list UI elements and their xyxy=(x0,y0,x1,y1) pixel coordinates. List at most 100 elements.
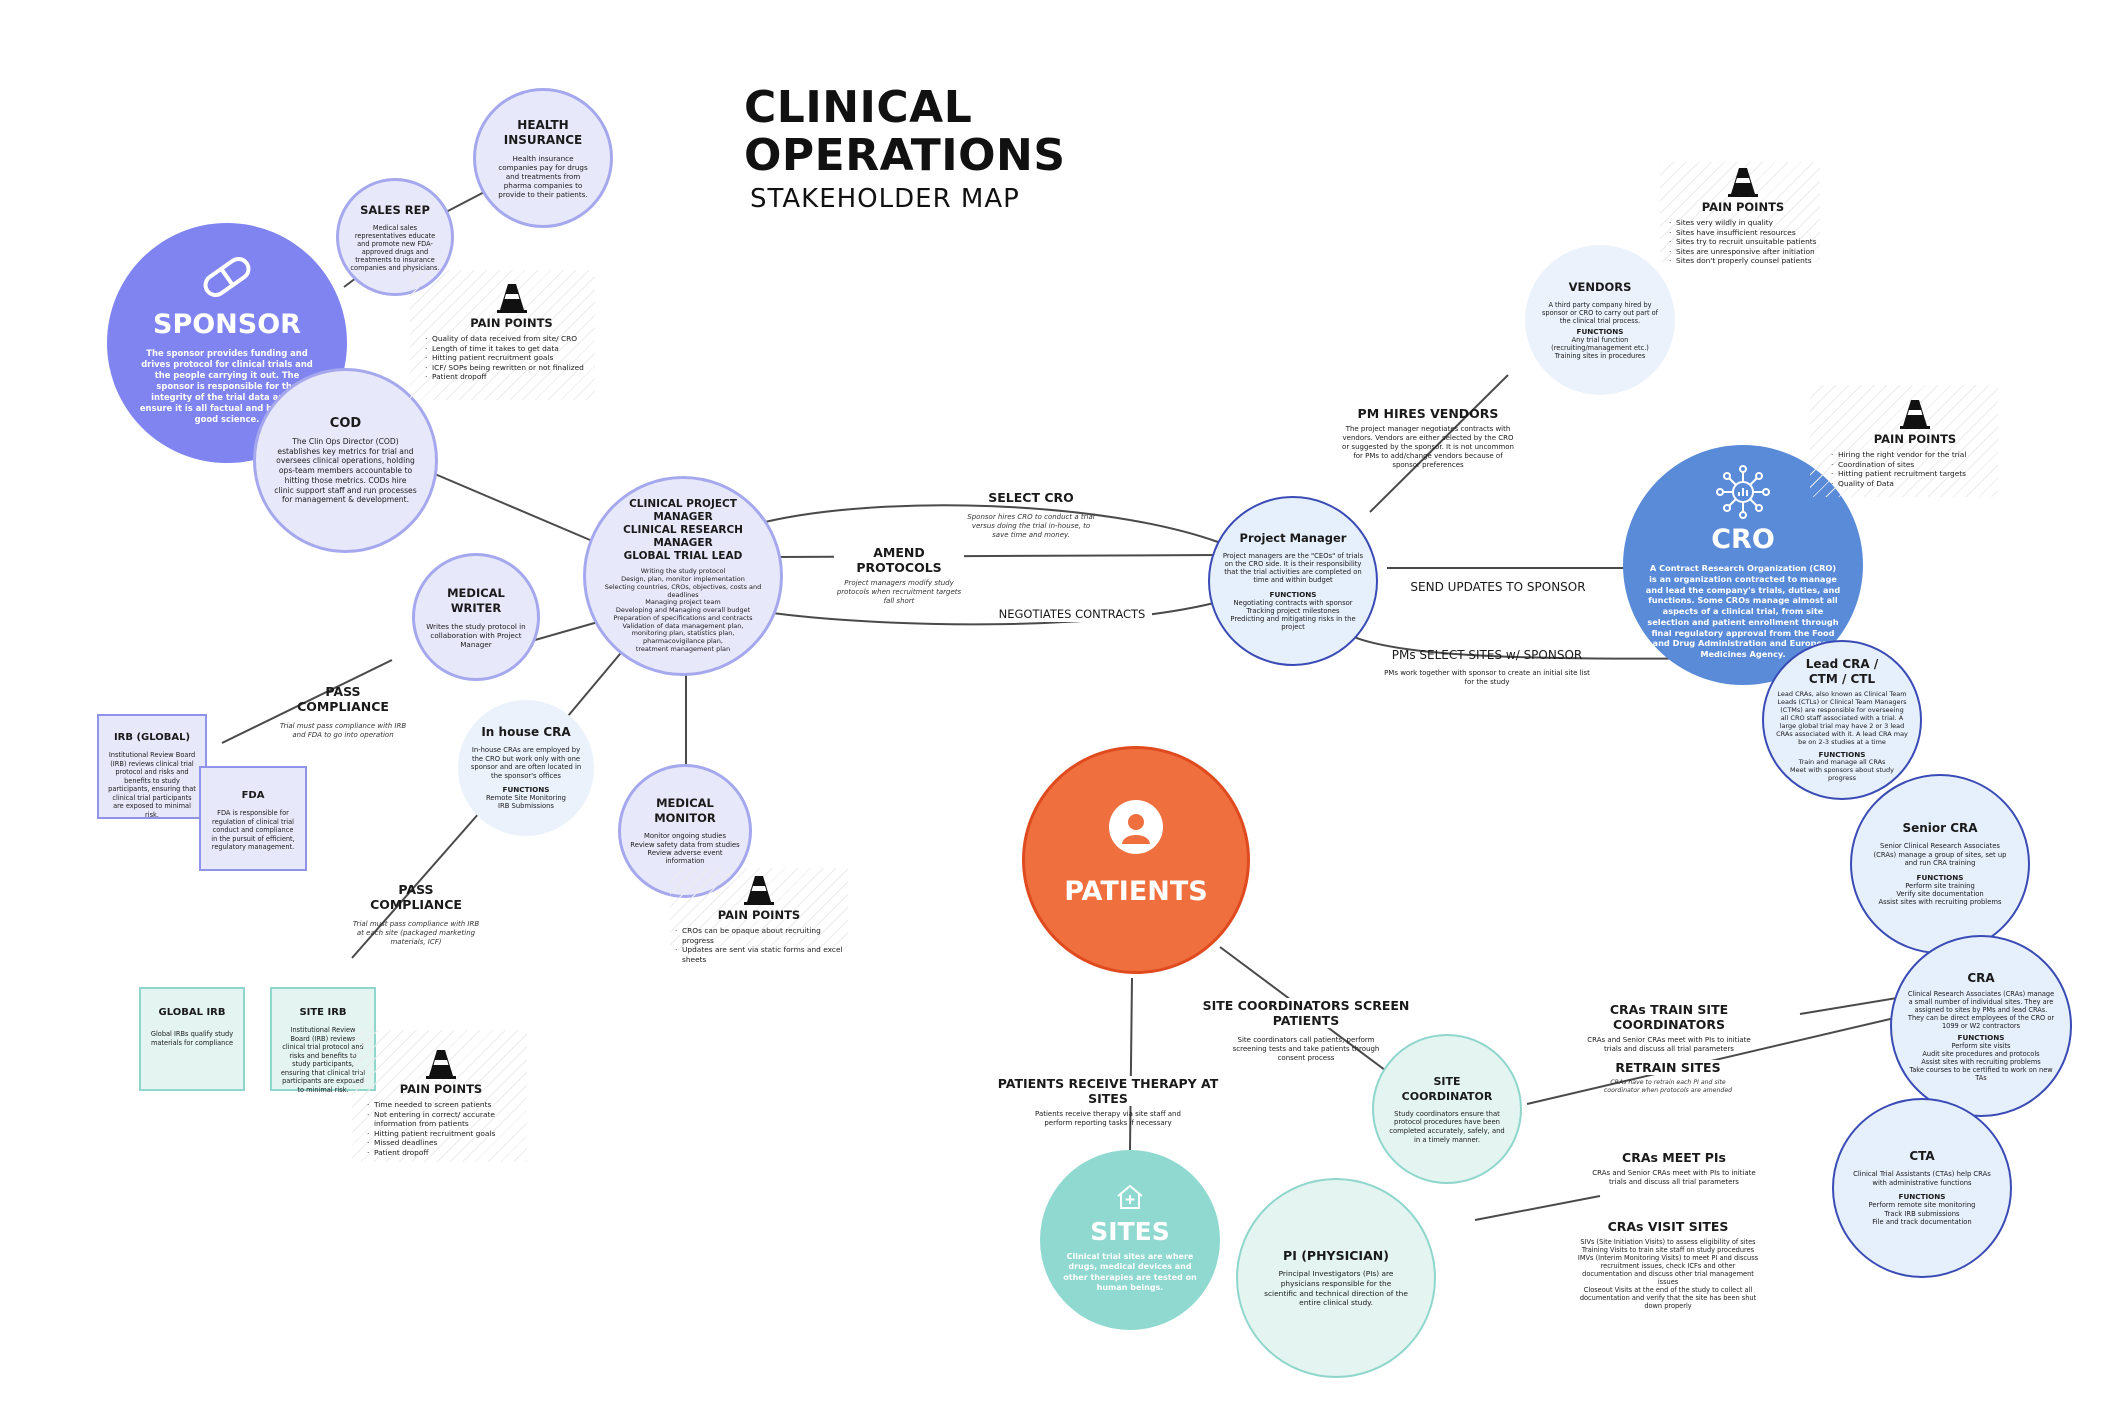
pain-item: Coordination of sites xyxy=(1831,460,2000,470)
train-coordinators-note: CRAs and Senior CRAs meet with PIs to in… xyxy=(1587,1036,1751,1053)
pi-node[interactable]: PI (PHYSICIAN) Principal Investigators (… xyxy=(1236,1178,1436,1378)
pass-compliance-2-heading: PASS COMPLIANCE xyxy=(370,882,462,912)
global-irb-title: GLOBAL IRB xyxy=(158,1007,226,1018)
sites-title: SITES xyxy=(1090,1216,1170,1246)
link-writer-cpm xyxy=(534,619,606,641)
cro-title: CRO xyxy=(1711,523,1775,555)
patients-title: PATIENTS xyxy=(1064,875,1208,907)
label-pass-compliance-1: PASS COMPLIANCE Trial must pass complian… xyxy=(278,684,408,740)
lead-cra-functions: Train and manage all CRAs Meet with spon… xyxy=(1789,757,1895,782)
pain-item: Not entering in correct/ accurate inform… xyxy=(367,1110,516,1129)
cta-functions-label: FUNCTIONS xyxy=(1898,1192,1946,1202)
cta-title: CTA xyxy=(1909,1149,1935,1164)
vendors-desc: A third party company hired by sponsor o… xyxy=(1542,301,1658,325)
project-manager-node[interactable]: Project Manager Project managers are the… xyxy=(1208,496,1378,666)
retrain-sites-heading: RETRAIN SITES xyxy=(1592,1060,1744,1075)
senior-cra-functions-label: FUNCTIONS xyxy=(1916,872,1964,882)
screen-patients-note: Site coordinators call patients, perform… xyxy=(1232,1036,1380,1062)
traffic-cone-icon xyxy=(1728,168,1758,197)
inhouse-cra-functions-label: FUNCTIONS xyxy=(502,784,550,794)
label-receive-therapy: PATIENTS RECEIVE THERAPY AT SITES Patien… xyxy=(988,1076,1228,1128)
senior-cra-functions: Perform site training Verify site docume… xyxy=(1878,881,2002,907)
traffic-cone-icon xyxy=(744,876,774,905)
medical-monitor-desc: Monitor ongoing studies Review safety da… xyxy=(630,832,740,866)
site-irb-desc: Institutional Review Board (IRB) reviews… xyxy=(280,1026,366,1094)
global-irb-desc: Global IRBs qualify study materials for … xyxy=(150,1030,234,1047)
project-manager-desc: Project managers are the "CEOs" of trial… xyxy=(1222,551,1364,585)
label-select-cro: SELECT CRO Sponsor hires CRO to conduct … xyxy=(966,490,1096,540)
cpm-title: CLINICAL PROJECT MANAGER CLINICAL RESEAR… xyxy=(623,498,743,563)
cras-meet-pis-heading: CRAs MEET PIs xyxy=(1622,1150,1726,1165)
pain-points-sponsor: PAIN POINTS Quality of data received fro… xyxy=(424,282,599,382)
label-negotiates-contracts: NEGOTIATES CONTRACTS xyxy=(992,607,1152,622)
pain-points-sitecoord: PAIN POINTS Time needed to screen patien… xyxy=(366,1048,516,1157)
cra-functions-label: FUNCTIONS xyxy=(1957,1032,2005,1042)
senior-cra-title: Senior CRA xyxy=(1902,821,1978,836)
project-manager-functions: Negotiating contracts with sponsor Track… xyxy=(1230,598,1356,632)
clinical-project-manager-node[interactable]: CLINICAL PROJECT MANAGER CLINICAL RESEAR… xyxy=(583,476,783,676)
cod-desc: The Clin Ops Director (COD) establishes … xyxy=(274,436,417,505)
sales-rep-desc: Medical sales representatives educate an… xyxy=(350,223,440,272)
vendors-node[interactable]: VENDORS A third party company hired by s… xyxy=(1525,245,1675,395)
pain-item: Sites are unresponsive after initiation xyxy=(1669,247,1818,257)
title-line-2: OPERATIONS xyxy=(744,130,1066,181)
pain-item: Time needed to screen patients xyxy=(367,1100,516,1110)
pain-points-cro: PAIN POINTS Hiring the right vendor for … xyxy=(1830,398,2000,488)
health-insurance-node[interactable]: HEALTH INSURANCE Health insurance compan… xyxy=(473,88,613,228)
label-cras-meet-pis: CRAs MEET PIs CRAs and Senior CRAs meet … xyxy=(1578,1150,1770,1187)
cro-desc: A Contract Research Organization (CRO) i… xyxy=(1645,562,1841,660)
cras-meet-pis-note: CRAs and Senior CRAs meet with PIs to in… xyxy=(1592,1169,1756,1186)
cpm-desc: Writing the study protocol Design, plan,… xyxy=(604,567,762,654)
negotiates-contracts-heading: NEGOTIATES CONTRACTS xyxy=(992,607,1152,622)
pass-compliance-2-note: Trial must pass compliance with IRB at e… xyxy=(352,920,480,946)
pass-compliance-1-heading: PASS COMPLIANCE xyxy=(297,684,389,714)
irb-global-box[interactable]: IRB (GLOBAL) Institutional Review Board … xyxy=(97,714,207,819)
cta-desc: Clinical Trial Assistants (CTAs) help CR… xyxy=(1853,1170,1991,1187)
sites-desc: Clinical trial sites are where drugs, me… xyxy=(1063,1251,1197,1293)
cra-node[interactable]: CRA Clinical Research Associates (CRAs) … xyxy=(1890,935,2072,1117)
inhouse-cra-desc: In-house CRAs are employed by the CRO bu… xyxy=(470,746,582,780)
pain-points-cro-heading: PAIN POINTS xyxy=(1873,432,1957,446)
person-icon xyxy=(1122,813,1150,844)
traffic-cone-icon xyxy=(496,284,527,313)
global-irb-box[interactable]: GLOBAL IRB Global IRBs qualify study mat… xyxy=(139,987,245,1091)
link-inhouse-cpm xyxy=(567,647,626,717)
site-coordinator-node[interactable]: SITE COORDINATOR Study coordinators ensu… xyxy=(1372,1034,1522,1184)
pain-points-cro-list: Hiring the right vendor for the trial Co… xyxy=(1830,450,2000,488)
page-subtitle: STAKEHOLDER MAP xyxy=(750,184,1020,214)
senior-cra-node[interactable]: Senior CRA Senior Clinical Research Asso… xyxy=(1850,774,2030,954)
pain-item: Hiring the right vendor for the trial xyxy=(1831,450,2000,460)
pain-item: Quality of Data xyxy=(1831,479,2000,489)
sponsor-title: SPONSOR xyxy=(153,309,301,340)
link-pi-meet xyxy=(1474,1195,1601,1221)
cod-node[interactable]: COD The Clin Ops Director (COD) establis… xyxy=(253,368,438,553)
sites-node[interactable]: SITES Clinical trial sites are where dru… xyxy=(1040,1150,1220,1330)
pain-item: Hitting patient recruitment goals xyxy=(425,353,599,363)
patients-node[interactable]: PATIENTS xyxy=(1022,746,1250,974)
pain-points-sitecoord-list: Time needed to screen patients Not enter… xyxy=(366,1100,516,1157)
link-irb-pass xyxy=(221,659,393,744)
label-send-updates: SEND UPDATES TO SPONSOR xyxy=(1398,580,1598,595)
medical-writer-node[interactable]: MEDICAL WRITER Writes the study protocol… xyxy=(412,553,540,681)
sponsor-desc: The sponsor provides funding and drives … xyxy=(139,348,315,424)
cras-visit-sites-note: SIVs (Site Initiation Visits) to assess … xyxy=(1577,1238,1759,1310)
pain-points-sites-list: Sites very wildly in quality Sites have … xyxy=(1668,218,1818,266)
label-cras-visit-sites: CRAs VISIT SITES SIVs (Site Initiation V… xyxy=(1576,1219,1760,1310)
lead-cra-node[interactable]: Lead CRA / CTM / CTL Lead CRAs, also kno… xyxy=(1762,640,1922,800)
pm-select-sites-note: PMs work together with sponsor to create… xyxy=(1384,669,1590,686)
cta-node[interactable]: CTA Clinical Trial Assistants (CTAs) hel… xyxy=(1832,1098,2012,1278)
lead-cra-functions-label: FUNCTIONS xyxy=(1818,749,1866,759)
pain-points-sitecoord-heading: PAIN POINTS xyxy=(399,1082,483,1096)
pain-points-sponsor-heading: PAIN POINTS xyxy=(470,316,553,330)
pi-desc: Principal Investigators (PIs) are physic… xyxy=(1264,1269,1408,1308)
inhouse-cra-node[interactable]: In house CRA In-house CRAs are employed … xyxy=(458,700,594,836)
label-pass-compliance-2: PASS COMPLIANCE Trial must pass complian… xyxy=(352,882,480,947)
fda-box[interactable]: FDA FDA is responsible for regulation of… xyxy=(199,766,307,871)
pain-item: Sites have insufficient resources xyxy=(1669,228,1818,238)
title-line-1: CLINICAL xyxy=(744,82,973,133)
vendors-functions: Any trial function (recruiting/managemen… xyxy=(1551,336,1649,360)
pain-item: Length of time it takes to get data xyxy=(425,344,599,354)
site-irb-title: SITE IRB xyxy=(299,1007,347,1018)
project-manager-title: Project Manager xyxy=(1239,530,1347,545)
cra-title: CRA xyxy=(1967,970,1995,985)
